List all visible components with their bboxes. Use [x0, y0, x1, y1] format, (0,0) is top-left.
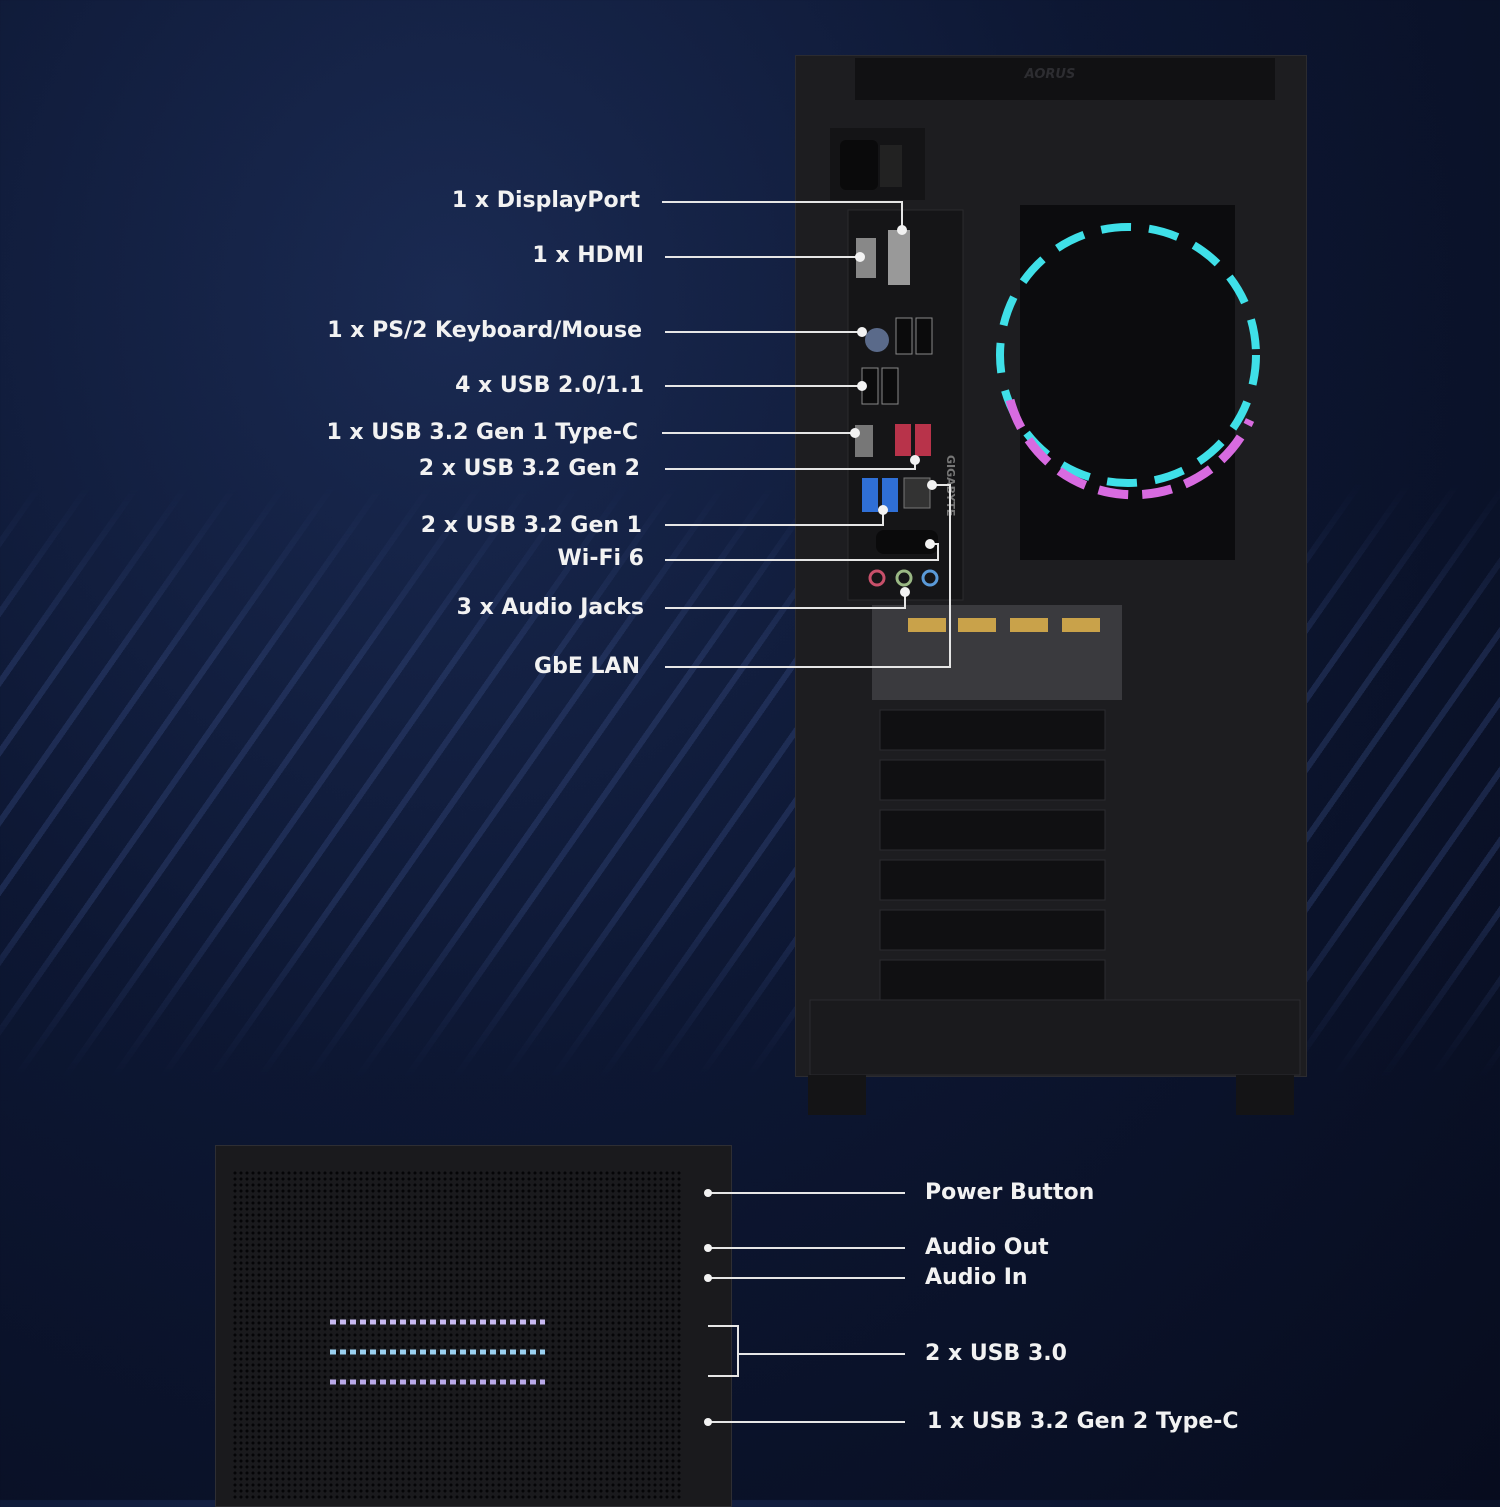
label-usb2: 4 x USB 2.0/1.1 — [455, 373, 644, 398]
label-front-usb3: 2 x USB 3.0 — [925, 1341, 1067, 1366]
wifi-antenna — [876, 530, 938, 554]
top-bracket — [855, 58, 1275, 100]
fan-rgb-ring — [996, 223, 1260, 487]
ps2-port — [865, 328, 889, 352]
lan-port — [903, 477, 931, 509]
label-audio-out: Audio Out — [925, 1235, 1049, 1260]
label-usb-gen1: 2 x USB 3.2 Gen 1 — [420, 513, 642, 538]
expansion-slots — [879, 709, 1106, 1001]
label-displayport: 1 x DisplayPort — [451, 188, 640, 213]
front-mesh — [232, 1170, 682, 1500]
label-usb-gen2: 2 x USB 3.2 Gen 2 — [418, 456, 640, 481]
label-front-usb-c: 1 x USB 3.2 Gen 2 Type-C — [927, 1409, 1239, 1434]
hdmi-port — [856, 238, 876, 278]
label-ps2: 1 x PS/2 Keyboard/Mouse — [327, 318, 642, 343]
label-usb-gen1-typec: 1 x USB 3.2 Gen 1 Type-C — [326, 420, 638, 445]
usb-gen2-port — [895, 424, 911, 456]
displayport-port — [888, 230, 910, 285]
usb-gen1-port — [862, 478, 878, 512]
label-audio-in: Audio In — [925, 1265, 1028, 1290]
label-audio-jacks: 3 x Audio Jacks — [456, 595, 644, 620]
audio-jack — [868, 569, 886, 587]
label-lan: GbE LAN — [534, 654, 640, 679]
aorus-logo: AORUS — [1024, 67, 1076, 82]
fan-grille — [1020, 205, 1235, 560]
label-power-button: Power Button — [925, 1180, 1095, 1205]
label-hdmi: 1 x HDMI — [532, 243, 644, 268]
label-wifi: Wi-Fi 6 — [557, 546, 644, 571]
